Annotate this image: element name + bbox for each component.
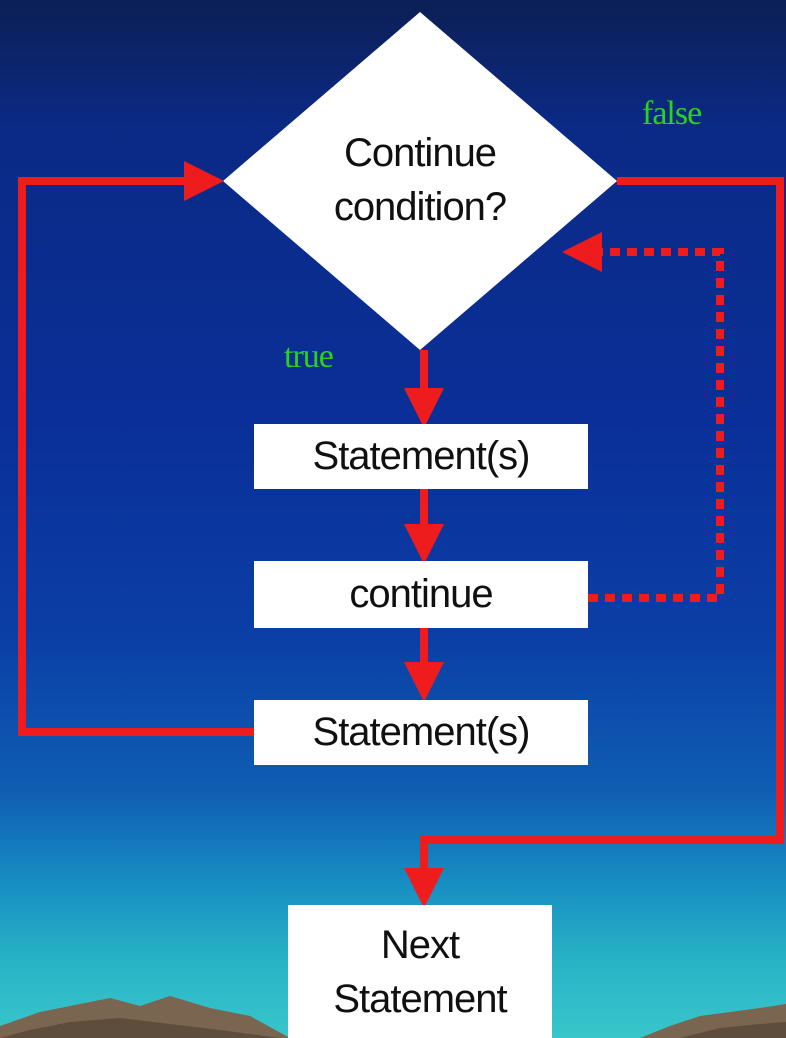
- false-branch-arrow: [404, 177, 784, 908]
- continue-box: continue: [254, 561, 588, 628]
- true-label: true: [284, 338, 334, 375]
- decision-text: Continue condition?: [270, 126, 570, 234]
- loop-back-arrow: [18, 161, 254, 736]
- statement-box-1: Statement(s): [254, 424, 588, 489]
- statement-box-2: Statement(s): [254, 700, 588, 765]
- mountain-silhouette: [0, 996, 786, 1038]
- continue-jump-arrow: [562, 232, 724, 602]
- false-label: false: [642, 95, 702, 132]
- decision-line-1: Continue: [343, 131, 497, 175]
- next-statement-line-1: Next: [380, 922, 460, 967]
- next-statement-box: Next Statement: [288, 905, 552, 1038]
- decision-diamond: [223, 12, 617, 350]
- decision-line-2: condition?: [333, 185, 507, 229]
- next-statement-line-2: Statement: [333, 976, 507, 1021]
